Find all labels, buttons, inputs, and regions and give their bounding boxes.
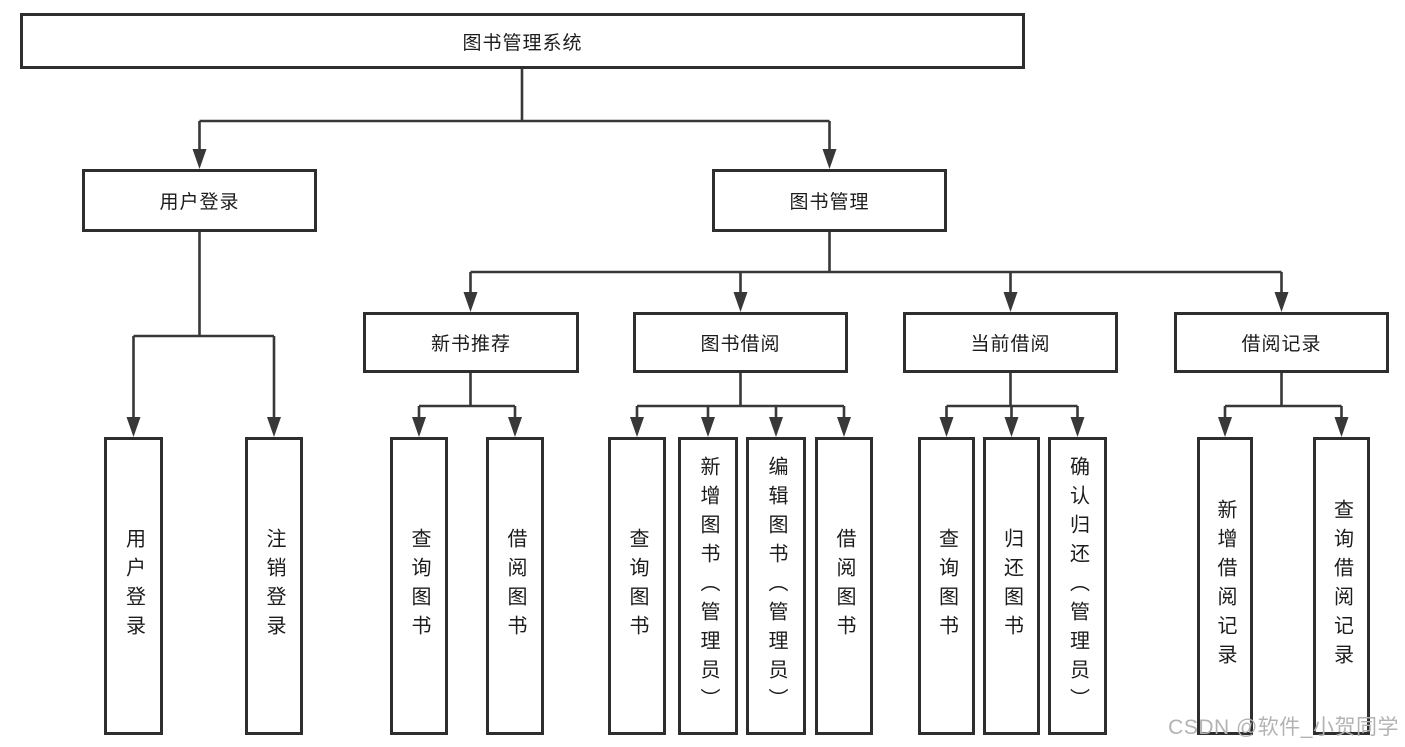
leaf-nb-query-books: 查询图书: [390, 437, 448, 735]
arrowhead-icon: [463, 292, 478, 312]
arrowhead-icon: [508, 417, 522, 437]
arrowhead-icon: [1004, 417, 1019, 437]
connector-bookmgmt-to-level3: [463, 232, 1289, 312]
leaf-nb-borrow-books-label: 借阅图书: [504, 528, 526, 644]
leaf-bb-edit-book-admin: 编辑图书（管理员）: [746, 437, 806, 735]
leaf-user-login-label: 用户登录: [122, 528, 145, 644]
node-book-management: 图书管理: [712, 169, 947, 232]
node-root: 图书管理系统: [20, 13, 1025, 69]
leaf-logout-label: 注销登录: [263, 528, 285, 644]
leaf-br-add-record: 新增借阅记录: [1197, 437, 1253, 735]
arrowhead-icon: [1334, 417, 1349, 437]
leaf-cb-return-books-label: 归还图书: [1000, 528, 1023, 644]
connector-records-to-leaves: [1218, 373, 1349, 437]
arrowhead-icon: [1218, 417, 1232, 437]
node-current-borrow: 当前借阅: [903, 312, 1118, 373]
connector-newbooks-to-leaves: [412, 373, 522, 437]
leaf-cb-query-books-label: 查询图书: [935, 528, 958, 644]
leaf-bb-edit-book-admin-label: 编辑图书（管理员）: [765, 455, 787, 717]
leaf-cb-confirm-return-admin: 确认归还（管理员）: [1048, 437, 1107, 735]
node-current-borrow-label: 当前借阅: [970, 334, 1051, 355]
arrowhead-icon: [192, 149, 207, 169]
arrowhead-icon: [126, 417, 141, 437]
leaf-bb-borrow-books-label: 借阅图书: [833, 528, 855, 644]
arrowhead-icon: [1070, 417, 1085, 437]
leaf-bb-borrow-books: 借阅图书: [815, 437, 873, 735]
connector-login-to-leaves: [126, 232, 281, 437]
arrowhead-icon: [412, 417, 426, 437]
leaf-cb-return-books: 归还图书: [983, 437, 1040, 735]
arrowhead-icon: [822, 149, 837, 169]
leaf-bb-query-books: 查询图书: [608, 437, 666, 735]
leaf-bb-query-books-label: 查询图书: [626, 528, 648, 644]
arrowhead-icon: [939, 417, 954, 437]
node-new-book-recommend-label: 新书推荐: [430, 334, 511, 355]
leaf-br-query-record-label: 查询借阅记录: [1330, 499, 1353, 673]
connector-borrow-to-leaves: [630, 373, 851, 437]
node-user-login: 用户登录: [82, 169, 317, 232]
arrowhead-icon: [837, 417, 851, 437]
arrowhead-icon: [267, 417, 281, 437]
node-borrow-records-label: 借阅记录: [1241, 334, 1322, 355]
leaf-bb-add-book-admin: 新增图书（管理员）: [678, 437, 738, 735]
leaf-bb-add-book-admin-label: 新增图书（管理员）: [697, 455, 719, 717]
leaf-logout: 注销登录: [245, 437, 303, 735]
leaf-user-login: 用户登录: [104, 437, 163, 735]
connector-current-to-leaves: [939, 373, 1085, 437]
arrowhead-icon: [1003, 292, 1018, 312]
leaf-br-add-record-label: 新增借阅记录: [1214, 499, 1236, 673]
arrowhead-icon: [1274, 292, 1289, 312]
node-root-label: 图书管理系统: [462, 32, 583, 54]
node-user-login-label: 用户登录: [159, 192, 240, 213]
node-book-borrow: 图书借阅: [633, 312, 848, 373]
connector-root-to-level2: [192, 69, 837, 169]
leaf-cb-query-books: 查询图书: [918, 437, 975, 735]
node-new-book-recommend: 新书推荐: [363, 312, 579, 373]
leaf-cb-confirm-return-admin-label: 确认归还（管理员）: [1066, 455, 1089, 717]
arrowhead-icon: [701, 417, 715, 437]
node-book-management-label: 图书管理: [789, 192, 870, 213]
leaf-br-query-record: 查询借阅记录: [1313, 437, 1370, 735]
leaf-nb-borrow-books: 借阅图书: [486, 437, 544, 735]
leaf-nb-query-books-label: 查询图书: [408, 528, 430, 644]
arrowhead-icon: [769, 417, 783, 437]
node-book-borrow-label: 图书借阅: [700, 334, 781, 355]
csdn-watermark: CSDN @软件_小贺同学: [1168, 716, 1399, 739]
node-borrow-records: 借阅记录: [1174, 312, 1389, 373]
arrowhead-icon: [733, 292, 748, 312]
arrowhead-icon: [630, 417, 644, 437]
